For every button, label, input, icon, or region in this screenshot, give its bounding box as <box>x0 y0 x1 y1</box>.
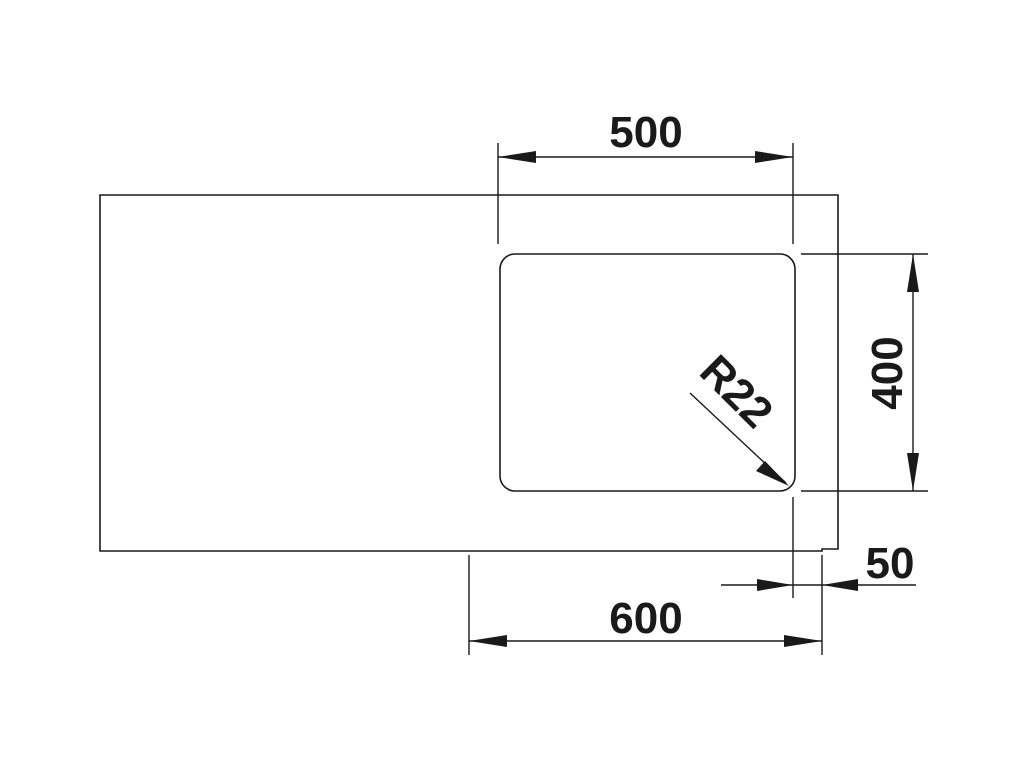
arrowhead-left <box>498 151 536 163</box>
dimension-r22: R22 <box>689 346 789 486</box>
sink-bowl-outline <box>499 253 796 492</box>
dimension-label-50: 50 <box>866 539 915 588</box>
worktop-outline <box>99 194 839 552</box>
dimension-label-500: 500 <box>609 108 682 157</box>
dimension-500: 500 <box>497 108 794 244</box>
dimension-label-400: 400 <box>863 336 912 409</box>
dimension-400: 400 <box>801 253 928 492</box>
arrowhead-left <box>469 635 507 647</box>
arrowhead-right <box>755 151 793 163</box>
arrowhead-left <box>757 579 793 591</box>
arrowhead-top <box>907 254 919 292</box>
radius-label: R22 <box>690 346 782 438</box>
dimension-label-600: 600 <box>609 594 682 643</box>
radius-arrowhead <box>756 461 789 486</box>
dimension-600: 600 <box>468 555 822 655</box>
dimension-50: 50 <box>721 497 916 655</box>
arrowhead-right <box>784 635 822 647</box>
arrowhead-right <box>822 579 858 591</box>
arrowhead-bottom <box>907 453 919 491</box>
